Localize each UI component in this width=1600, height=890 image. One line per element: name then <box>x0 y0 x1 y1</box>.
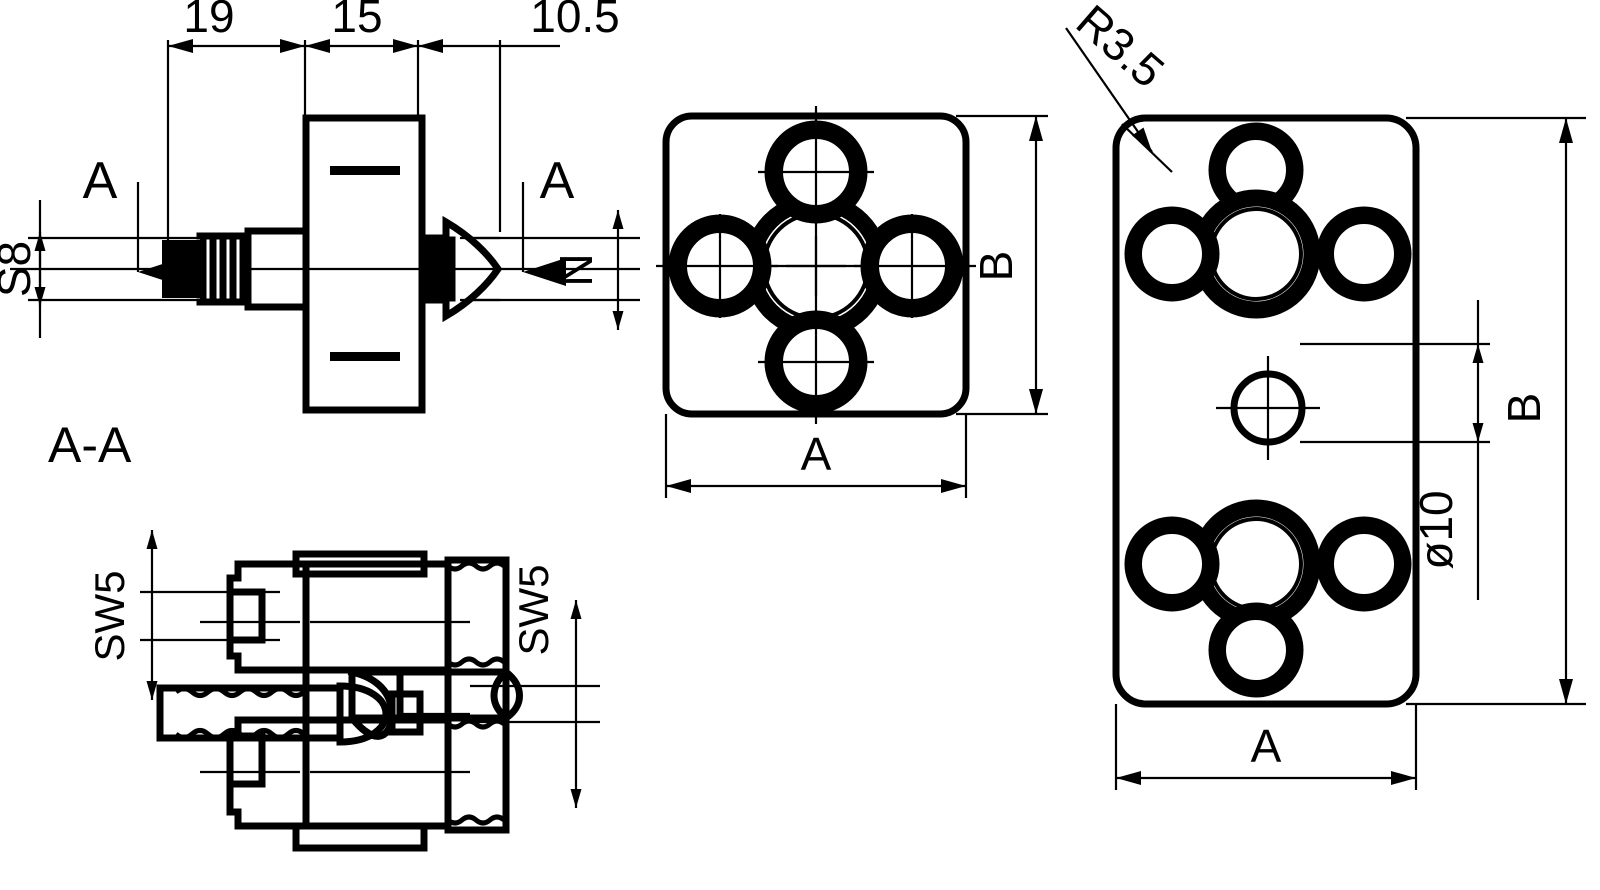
middle-single-hole <box>1216 356 1320 460</box>
section-a-a-title: A-A <box>48 417 132 473</box>
flange-body-geometry <box>302 114 426 414</box>
dim-10-5-label: 10.5 <box>530 0 620 42</box>
dim-rect-b-group <box>1406 116 1586 706</box>
dim-diam10-label: ø10 <box>1410 490 1462 569</box>
dim-sw5-left-label: SW5 <box>86 570 133 661</box>
dim-19-label: 19 <box>183 0 234 42</box>
hole-top <box>758 120 874 224</box>
dim-plate-a-label: A <box>801 428 832 480</box>
dim-r35-label: R3.5 <box>1067 0 1174 97</box>
section-arrow-right-label: A <box>540 152 575 210</box>
dim-15-label: 15 <box>331 0 382 42</box>
front-elevation-view: 19 15 10.5 S8 N A A <box>0 0 640 414</box>
section-ball-socket <box>336 667 470 746</box>
dim-rect-b-label: B <box>1498 393 1550 424</box>
threaded-stud-geometry <box>162 232 252 306</box>
dim-sw5-right-label: SW5 <box>510 564 557 655</box>
dim-r35-group <box>1065 27 1173 173</box>
lower-hole-cluster <box>1124 499 1412 698</box>
dim-diam10-group <box>1300 300 1490 600</box>
dim-plate-a-group <box>664 414 968 498</box>
hole-left <box>662 214 778 318</box>
hole-bottom <box>758 310 874 414</box>
dim-rect-a-group <box>1114 704 1418 790</box>
square-plate-top-view: A B <box>656 106 1048 498</box>
dim-plate-b-label: B <box>970 251 1022 282</box>
section-upper-fastener <box>200 550 510 676</box>
rectangular-plate-view: R3.5 <box>1065 0 1586 790</box>
section-a-a-view: A-A SW5 SW5 <box>48 417 600 852</box>
section-threaded-pin <box>156 684 344 742</box>
conical-end-geometry <box>442 215 503 323</box>
section-right-profile <box>490 556 523 834</box>
upper-hole-cluster <box>1124 122 1412 319</box>
dimension-extension-lines <box>166 40 502 248</box>
dim-rect-a-label: A <box>1251 720 1282 772</box>
hole-right <box>854 214 970 318</box>
section-arrow-left-label: A <box>83 152 118 210</box>
rect-plate-outline <box>1112 114 1420 708</box>
dim-plate-b-group <box>956 114 1048 416</box>
